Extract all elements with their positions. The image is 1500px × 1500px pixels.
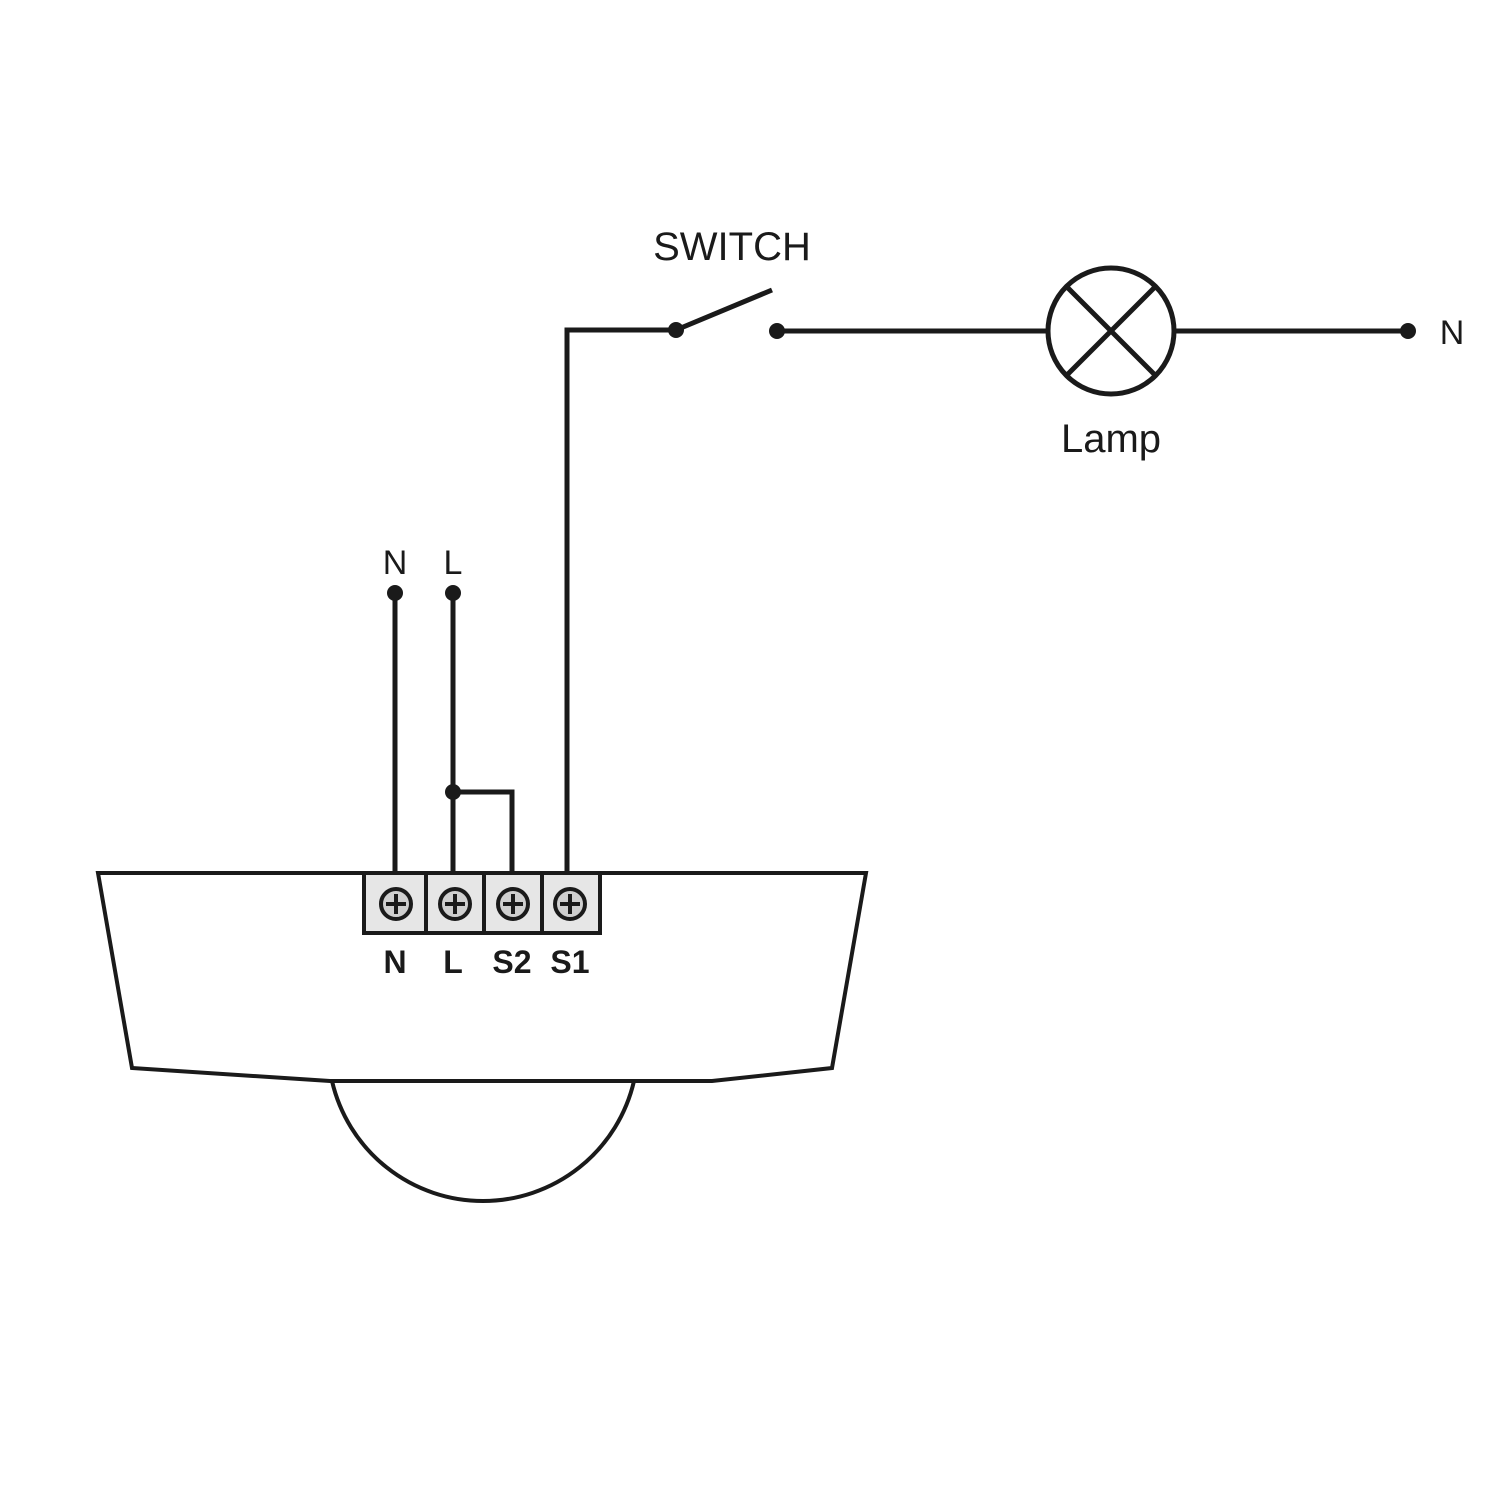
lamp-icon xyxy=(1045,265,1177,397)
supply-n-terminal-dot xyxy=(387,585,403,601)
neutral-out-label: N xyxy=(1440,314,1465,352)
junction-dot xyxy=(445,784,461,800)
terminal-screw-s1-icon[interactable] xyxy=(553,887,587,921)
terminal-block xyxy=(362,871,602,935)
sensor-lens-dome xyxy=(330,1080,636,1203)
terminal-label-n: N xyxy=(383,944,406,980)
terminal-screw-l-icon[interactable] xyxy=(438,887,472,921)
terminal-label-l: L xyxy=(443,944,463,980)
neutral-out-dot xyxy=(1400,323,1416,339)
terminal-label-s1: S1 xyxy=(550,944,589,980)
terminal-label-s2: S2 xyxy=(492,944,531,980)
sensor-housing xyxy=(95,871,869,1083)
terminal-screw-s2-icon[interactable] xyxy=(496,887,530,921)
terminal-screw-n-icon[interactable] xyxy=(379,887,413,921)
wire-l-s2-bridge xyxy=(453,789,515,873)
supply-l-terminal-dot xyxy=(445,585,461,601)
switch-blade[interactable] xyxy=(675,287,773,333)
switch-label: SWITCH xyxy=(653,225,811,269)
supply-l-label: L xyxy=(444,544,463,582)
lamp-label: Lamp xyxy=(1061,417,1161,461)
wire-s1-to-switch xyxy=(564,327,676,873)
supply-n-label: N xyxy=(383,544,408,582)
